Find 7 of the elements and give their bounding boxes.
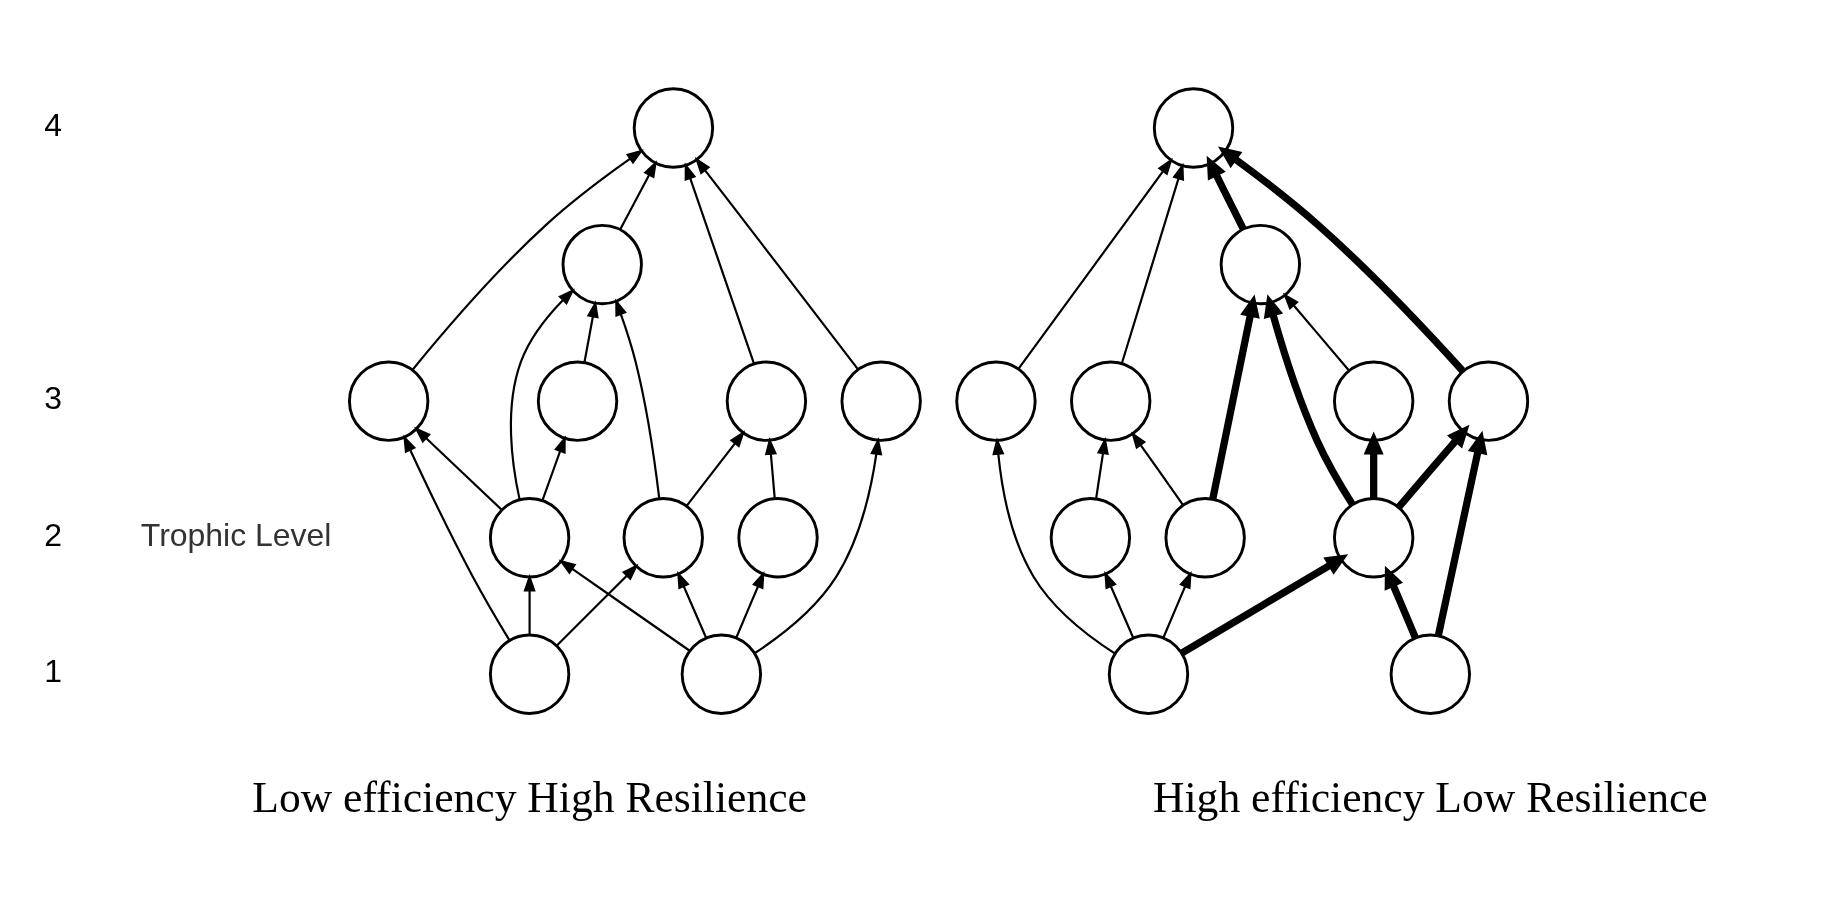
label: Trophic Level bbox=[140, 516, 332, 553]
label: High efficiency Low Resilience bbox=[1153, 772, 1708, 821]
label: 3 bbox=[44, 379, 62, 416]
label: Low efficiency High Resilience bbox=[252, 772, 807, 821]
label: 4 bbox=[44, 106, 62, 143]
label: 2 bbox=[44, 516, 62, 553]
label: 1 bbox=[44, 652, 62, 689]
